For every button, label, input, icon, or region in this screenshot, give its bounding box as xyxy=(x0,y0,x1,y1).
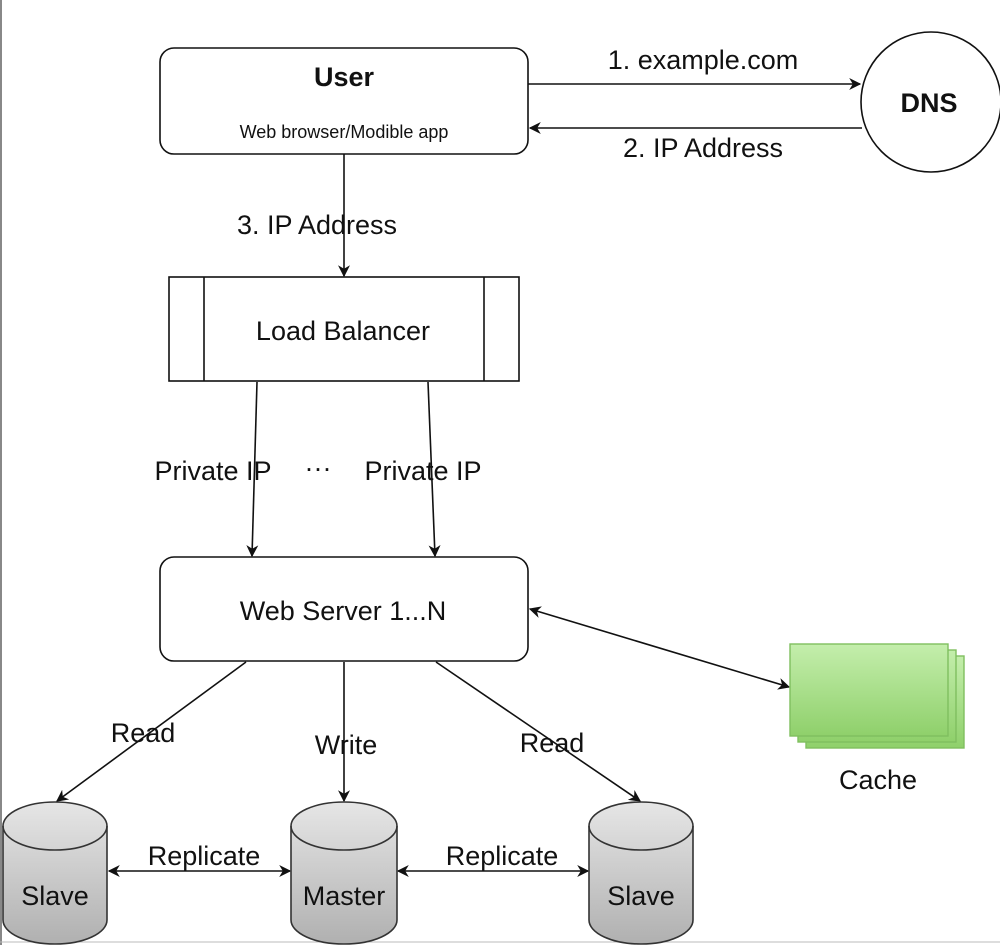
slave-left-node: Slave xyxy=(2,801,108,945)
slave-right-cylinder xyxy=(588,801,694,945)
web-server-box xyxy=(159,556,529,662)
cache-layer-front xyxy=(789,643,949,737)
slave-right-cylinder-top xyxy=(588,825,694,851)
user-title: User xyxy=(314,62,375,92)
web-server-label: Web Server 1...N xyxy=(240,596,447,626)
edge-read-right xyxy=(435,661,641,802)
edges xyxy=(56,78,862,877)
slave-right-label: Slave xyxy=(607,881,675,911)
user-subtitle: Web browser/Modible app xyxy=(240,122,449,142)
edge-labels: 1. example.com 2. IP Address 3. IP Addre… xyxy=(111,45,799,871)
user-box xyxy=(159,47,529,155)
label-read-left: Read xyxy=(111,718,176,748)
label-lb-ellipsis: ··· xyxy=(305,453,332,483)
dns-label: DNS xyxy=(900,88,957,118)
label-lb-to-ws-left: Private IP xyxy=(154,456,271,486)
slave-left-cylinder-top xyxy=(2,825,108,851)
slave-left-label: Slave xyxy=(21,881,89,911)
master-cylinder-top xyxy=(290,825,398,851)
cache-label: Cache xyxy=(839,765,917,795)
edge-lb-to-ws-left xyxy=(246,381,259,558)
label-write: Write xyxy=(315,730,378,760)
label-dns-to-user: 2. IP Address xyxy=(623,133,783,163)
edge-read-left xyxy=(56,661,247,802)
master-label: Master xyxy=(303,881,386,911)
label-user-to-lb: 3. IP Address xyxy=(237,210,397,240)
slave-right-node: Slave xyxy=(588,801,694,945)
slave-left-cylinder xyxy=(2,801,108,945)
user-node: User Web browser/Modible app xyxy=(159,47,529,155)
master-node: Master xyxy=(290,801,398,945)
load-balancer-label: Load Balancer xyxy=(256,316,430,346)
dns-circle xyxy=(860,31,1000,173)
label-replicate-left: Replicate xyxy=(148,841,261,871)
edge-ws-cache xyxy=(528,606,791,690)
cache-node: Cache xyxy=(789,643,965,795)
load-balancer-box xyxy=(168,276,520,382)
dns-node: DNS xyxy=(860,31,1000,173)
load-balancer-node: Load Balancer xyxy=(168,276,520,382)
label-replicate-right: Replicate xyxy=(446,841,559,871)
master-cylinder xyxy=(290,801,398,945)
label-read-right: Read xyxy=(520,728,585,758)
label-lb-to-ws-right: Private IP xyxy=(364,456,481,486)
web-server-node: Web Server 1...N xyxy=(159,556,529,662)
edge-lb-to-ws-right xyxy=(427,381,441,558)
label-user-to-dns: 1. example.com xyxy=(608,45,799,75)
